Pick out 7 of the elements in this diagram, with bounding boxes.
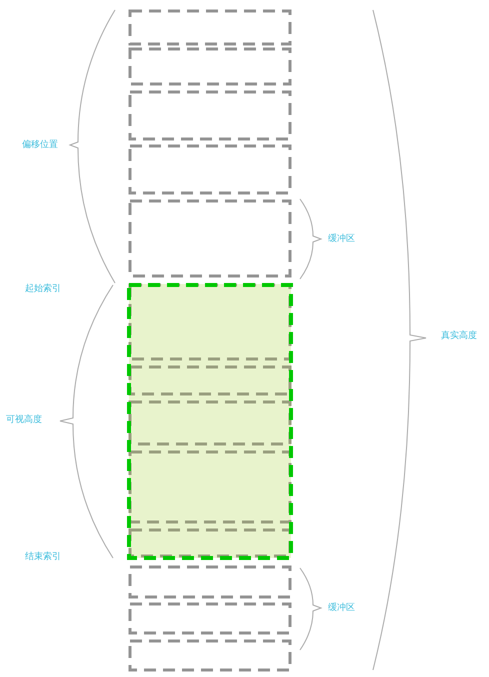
brace-label: 缓冲区 [328, 234, 355, 245]
brace-label: 缓冲区 [328, 603, 355, 614]
brace-label: 偏移位置 [22, 140, 58, 151]
brace-label: 可视高度 [6, 415, 42, 426]
brace-label: 真实高度 [441, 331, 477, 342]
brace-label: 结束索引 [25, 552, 61, 563]
brace-label: 起始索引 [25, 284, 61, 295]
